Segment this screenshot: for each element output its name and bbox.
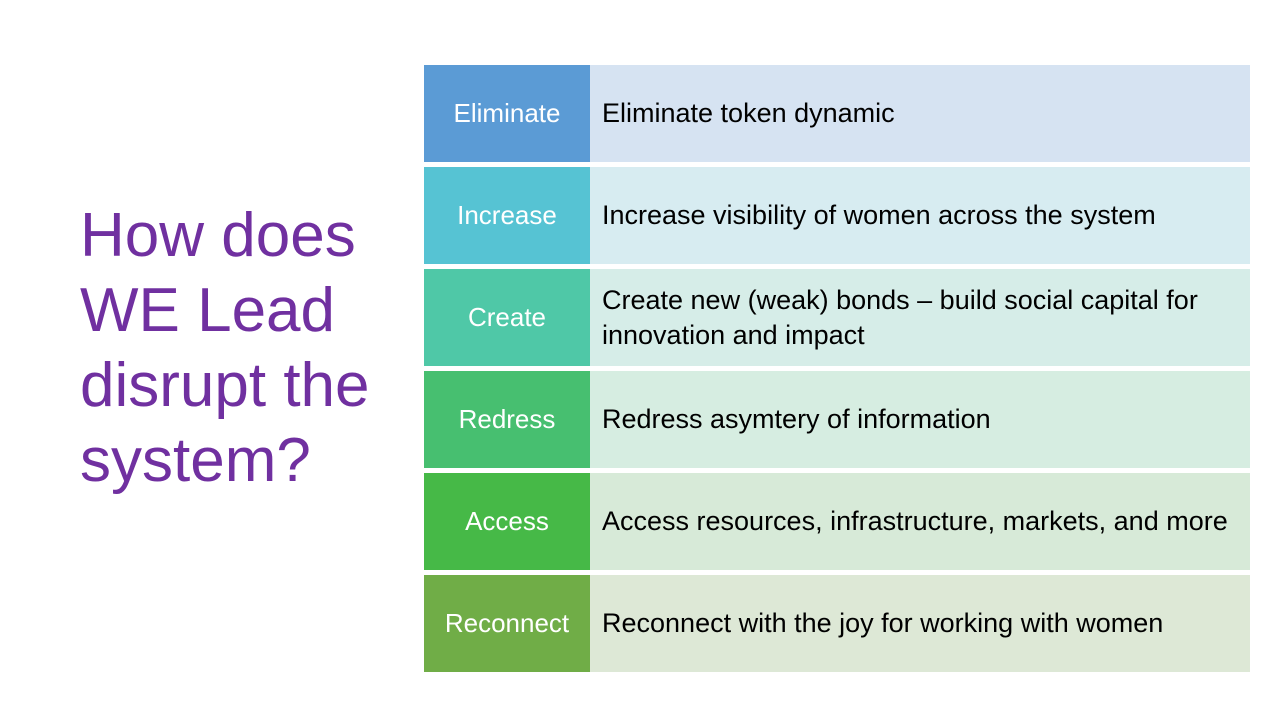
list-row-redress: Redress Redress asymtery of information <box>424 371 1250 468</box>
title-line: WE Lead <box>80 276 336 345</box>
title-line: How does <box>80 201 356 270</box>
row-description: Reconnect with the joy for working with … <box>590 575 1250 672</box>
list-row-access: Access Access resources, infrastructure,… <box>424 473 1250 570</box>
title-line: system? <box>80 426 311 495</box>
row-label: Eliminate <box>424 65 590 162</box>
row-description: Redress asymtery of information <box>590 371 1250 468</box>
vertical-box-list: Eliminate Eliminate token dynamic Increa… <box>424 65 1250 672</box>
row-description: Increase visibility of women across the … <box>590 167 1250 264</box>
row-label: Create <box>424 269 590 366</box>
row-description: Access resources, infrastructure, market… <box>590 473 1250 570</box>
title-line: disrupt the <box>80 351 370 420</box>
row-label: Redress <box>424 371 590 468</box>
row-description: Create new (weak) bonds – build social c… <box>590 269 1250 366</box>
row-label: Increase <box>424 167 590 264</box>
list-row-create: Create Create new (weak) bonds – build s… <box>424 269 1250 366</box>
row-label: Access <box>424 473 590 570</box>
slide-title: How does WE Lead disrupt the system? <box>80 198 410 498</box>
list-row-eliminate: Eliminate Eliminate token dynamic <box>424 65 1250 162</box>
row-label: Reconnect <box>424 575 590 672</box>
list-row-increase: Increase Increase visibility of women ac… <box>424 167 1250 264</box>
list-row-reconnect: Reconnect Reconnect with the joy for wor… <box>424 575 1250 672</box>
row-description: Eliminate token dynamic <box>590 65 1250 162</box>
